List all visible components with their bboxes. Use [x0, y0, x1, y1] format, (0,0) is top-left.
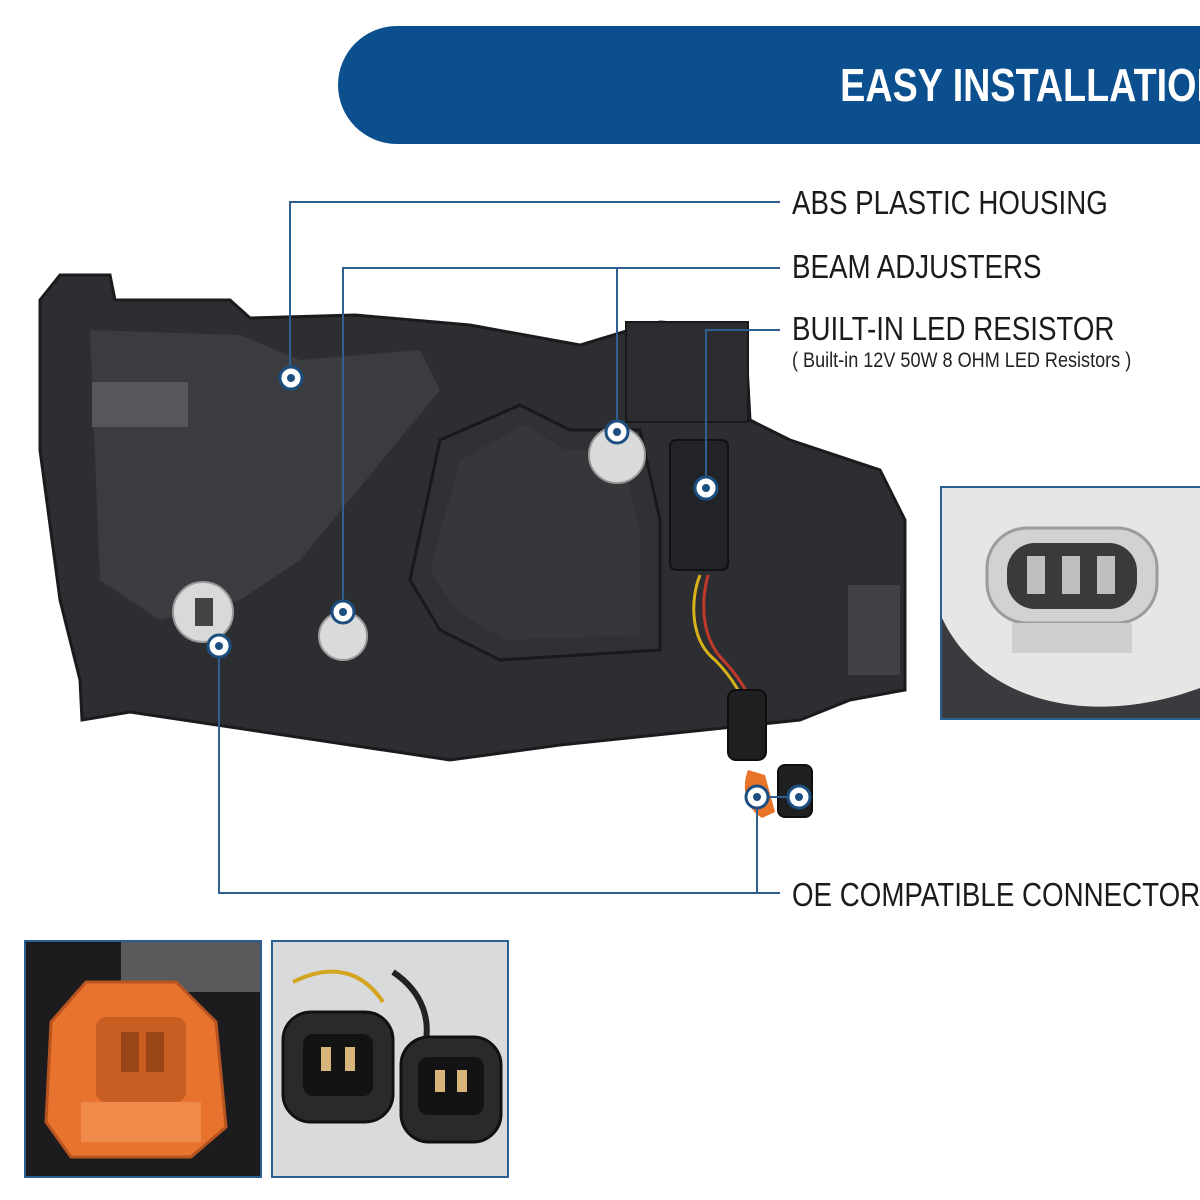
bulb-socket-plug: [195, 598, 213, 626]
connector-plug-black-1: [727, 689, 767, 761]
inset-photo-orange-connector: [24, 940, 262, 1178]
callout-led-resistor-detail: ( Built-in 12V 50W 8 OHM LED Resistors ): [792, 349, 1132, 372]
callout-dots: [206, 365, 812, 810]
resistor-connector-image: [942, 488, 1200, 718]
callout-led-resistor: BUILT-IN LED RESISTOR: [792, 310, 1115, 347]
callout-oe-connectors: OE COMPATIBLE CONNECTORS: [792, 876, 1200, 913]
header-banner: EASY INSTALLATION: [338, 26, 1200, 144]
marker-window: [92, 382, 188, 427]
black-connectors-image: [273, 942, 507, 1176]
leader-housing: [289, 201, 780, 378]
side-window: [848, 585, 900, 675]
orange-connector-image: [26, 942, 260, 1176]
leader-lines: [218, 201, 799, 894]
inset-photo-resistor-connector: [940, 486, 1200, 720]
leader-resistor: [705, 329, 780, 488]
mounting-tab: [625, 321, 749, 423]
rear-cover-inner: [430, 425, 640, 640]
resistor-module: [669, 439, 729, 571]
inset-photo-black-connectors: [271, 940, 509, 1178]
callout-beam-adjusters: BEAM ADJUSTERS: [792, 248, 1042, 285]
leader-beam: [342, 267, 618, 612]
page-title: EASY INSTALLATION: [840, 59, 1200, 111]
leader-connectors: [218, 646, 780, 894]
callout-abs-housing: ABS PLASTIC HOUSING: [792, 184, 1108, 221]
